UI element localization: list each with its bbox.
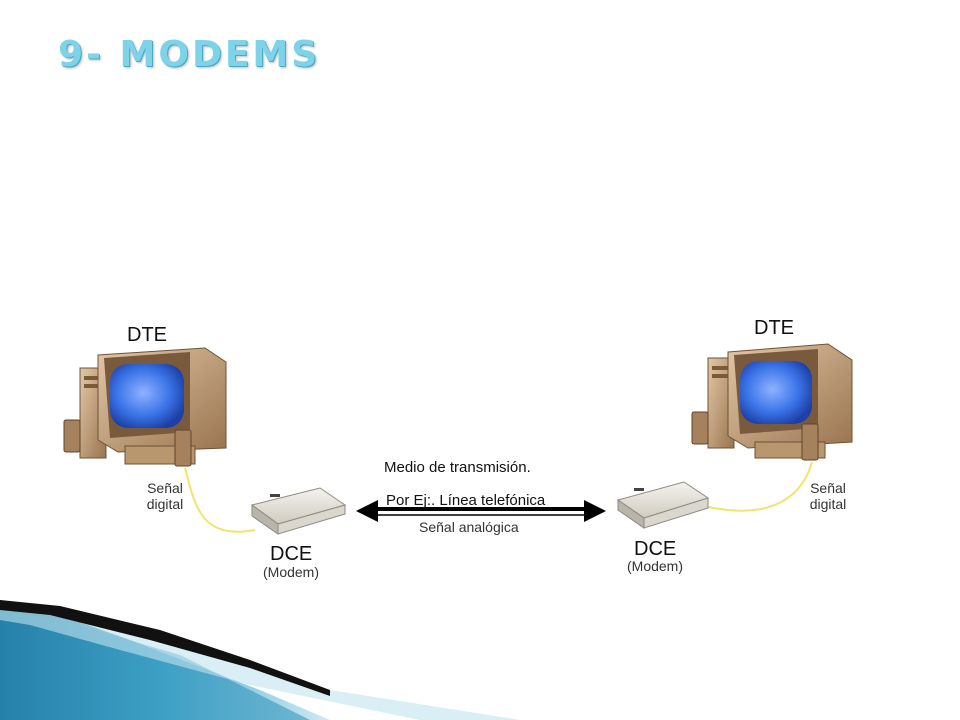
analog-signal-label: Señal analógica xyxy=(419,519,519,535)
right-dte-label: DTE xyxy=(754,317,794,339)
left-signal-line2: digital xyxy=(146,496,184,512)
transmission-arrow xyxy=(356,500,606,522)
left-modem-icon xyxy=(250,487,347,535)
page-title: 9- MODEMS xyxy=(58,34,321,75)
decorative-swoosh xyxy=(0,600,520,720)
right-signal-line1: Señal xyxy=(810,480,846,496)
right-signal-line2: digital xyxy=(809,496,847,512)
medium-line1: Medio de transmisión. xyxy=(384,459,531,476)
right-computer-icon xyxy=(691,343,853,461)
right-signal-label: Señal digital xyxy=(803,480,853,512)
left-computer-icon xyxy=(63,347,227,467)
left-cable xyxy=(184,467,256,533)
left-dce-sub: (Modem) xyxy=(263,564,320,580)
left-dce-label: DCE xyxy=(270,543,313,565)
left-dte-label: DTE xyxy=(127,324,167,346)
right-modem-icon xyxy=(616,481,710,529)
left-signal-label: Señal digital xyxy=(140,480,190,512)
right-dce-sub: (Modem) xyxy=(627,558,684,574)
right-cable xyxy=(699,461,813,512)
right-dce-label: DCE xyxy=(634,538,677,560)
medium-line2: Por Ej:. Línea telefónica xyxy=(386,492,546,509)
left-signal-line1: Señal xyxy=(147,480,183,496)
